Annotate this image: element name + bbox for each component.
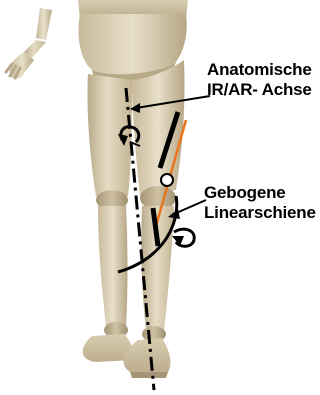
anatomical-axis-label-line1: Anatomische: [207, 60, 312, 80]
anatomical-axis-label: Anatomische IR/AR- Achse: [207, 60, 312, 100]
mannequin-arm: [6, 8, 52, 79]
curved-splint-label-line1: Gebogene: [204, 183, 316, 203]
mannequin-left-leg: [83, 74, 134, 362]
curved-splint-label: Gebogene Linearschiene: [204, 183, 316, 223]
anatomical-axis-label-line2: IR/AR- Achse: [207, 80, 312, 100]
curved-splint-label-line2: Linearschiene: [204, 203, 316, 223]
splint-joint-circle: [161, 174, 173, 186]
curved-rotation-arrow-icon: [172, 229, 194, 246]
